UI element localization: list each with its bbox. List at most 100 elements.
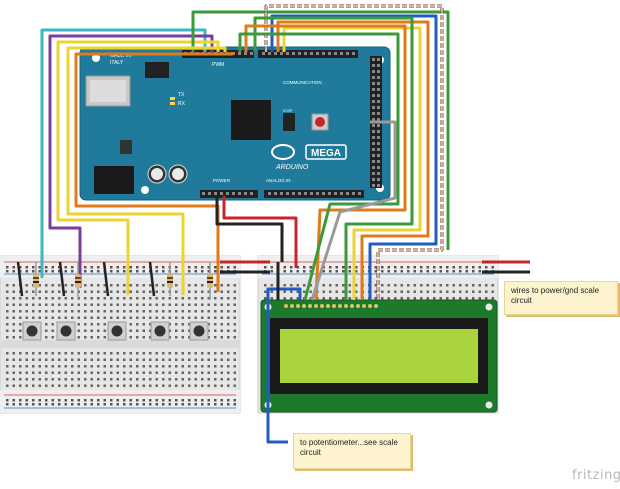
breadboard-hole [51, 303, 54, 306]
breadboard-hole [214, 358, 217, 361]
resistor-band [207, 281, 213, 283]
breadboard-hole [84, 352, 87, 355]
breadboard-hole [58, 270, 61, 273]
breadboard-hole [233, 358, 236, 361]
breadboard-hole [64, 297, 67, 300]
wire-green-1 [191, 10, 450, 250]
breadboard-hole [194, 290, 197, 293]
breadboard-hole [71, 384, 74, 387]
breadboard-hole [181, 329, 184, 332]
breadboard-hole [64, 371, 67, 374]
header-pin [377, 106, 380, 109]
breadboard-hole [264, 290, 267, 293]
breadboard-hole [168, 303, 171, 306]
breadboard-hole [84, 384, 87, 387]
breadboard-hole [12, 378, 15, 381]
breadboard-hole [400, 284, 403, 287]
breadboard-hole [149, 323, 152, 326]
resistor-band [75, 277, 81, 279]
breadboard-hole [303, 290, 306, 293]
breadboard-hole [188, 399, 191, 402]
breadboard-hole [459, 266, 462, 269]
breadboard-hole [227, 329, 230, 332]
wire-gray [310, 120, 397, 301]
breadboard-hole [227, 297, 230, 300]
breadboard-hole [38, 384, 41, 387]
breadboard-hole [188, 378, 191, 381]
header-communication [258, 50, 358, 58]
breadboard-hole [283, 290, 286, 293]
header-pin [274, 52, 277, 55]
breadboard-hole [84, 290, 87, 293]
breadboard-hole [45, 371, 48, 374]
breadboard-hole [6, 316, 9, 319]
breadboard-hole [233, 290, 236, 293]
breadboard-hole [110, 384, 113, 387]
header-pin [250, 52, 253, 55]
breadboard-hole [64, 266, 67, 269]
breadboard-hole [12, 329, 15, 332]
breadboard-hole [110, 284, 113, 287]
breadboard-hole [110, 352, 113, 355]
breadboard-hole [64, 403, 67, 406]
header-pin [340, 192, 343, 195]
breadboard-hole [413, 284, 416, 287]
breadboard-hole [233, 365, 236, 368]
breadboard-hole [116, 316, 119, 319]
breadboard-hole [162, 297, 165, 300]
breadboard-hole [97, 336, 100, 339]
breadboard-hole [207, 297, 210, 300]
breadboard-hole [116, 303, 119, 306]
breadboard-hole [12, 352, 15, 355]
wire-yellow-1 [56, 40, 220, 295]
header-pin [280, 192, 283, 195]
breadboard-hole [329, 290, 332, 293]
breadboard-hole [201, 303, 204, 306]
breadboard-hole [32, 297, 35, 300]
breadboard-hole [116, 352, 119, 355]
breadboard-hole [175, 384, 178, 387]
breadboard-hole [283, 284, 286, 287]
breadboard-hole [420, 297, 423, 300]
breadboard-hole [84, 329, 87, 332]
breadboard-hole [220, 358, 223, 361]
breadboard-hole [32, 371, 35, 374]
breadboard-hole [491, 284, 494, 287]
breadboard-hole [348, 270, 351, 273]
breadboard-hole [155, 378, 158, 381]
breadboard-hole [116, 297, 119, 300]
breadboard-hole [214, 399, 217, 402]
breadboard-hole [194, 284, 197, 287]
header-pin [220, 192, 223, 195]
breadboard-hole [12, 284, 15, 287]
header-pin [372, 124, 375, 127]
lcd-pin [368, 304, 372, 308]
breadboard-hole [116, 290, 119, 293]
breadboard-hole [439, 270, 442, 273]
breadboard-hole [155, 290, 158, 293]
breadboard-hole [25, 403, 28, 406]
breadboard-hole [149, 352, 152, 355]
breadboard-hole [201, 378, 204, 381]
resistor-band [167, 277, 173, 279]
wire-yellow-2 [66, 46, 227, 295]
breadboard-hole [129, 358, 132, 361]
breadboard-hole [283, 270, 286, 273]
breadboard-hole [214, 323, 217, 326]
breadboard-hole [207, 399, 210, 402]
breadboard-hole [407, 266, 410, 269]
breadboard-hole [19, 403, 22, 406]
breadboard-hole [19, 336, 22, 339]
breadboard-hole [472, 290, 475, 293]
breadboard-hole [123, 403, 126, 406]
header-pin [372, 64, 375, 67]
header-pin [372, 166, 375, 169]
lcd-pin [362, 304, 366, 308]
breadboard-hole [188, 403, 191, 406]
breadboard-hole [162, 266, 165, 269]
breadboard-hole [142, 323, 145, 326]
breadboard-hole [413, 297, 416, 300]
breadboard-hole [6, 403, 9, 406]
breadboard-hole [446, 290, 449, 293]
breadboard-hole [207, 358, 210, 361]
